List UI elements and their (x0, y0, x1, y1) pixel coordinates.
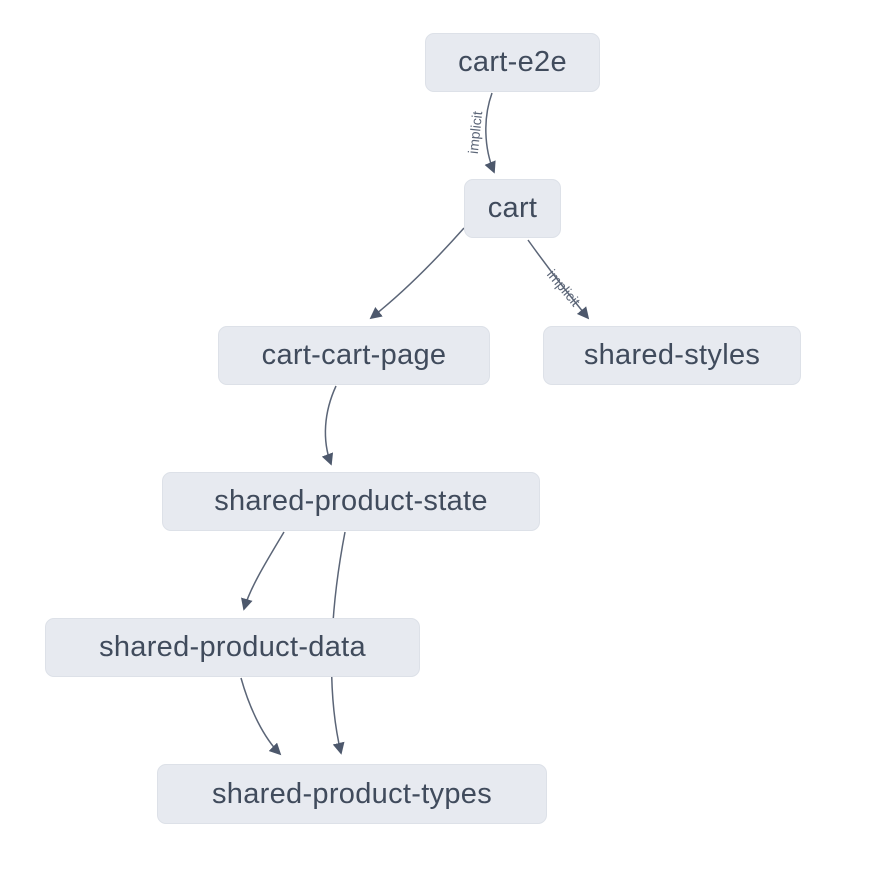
edge-cart-e2e-to-cart (484, 92, 496, 174)
node-shared-product-data[interactable]: shared-product-data (45, 618, 420, 677)
edge-label-implicit-cart-e2e-cart: implicit (465, 110, 485, 154)
edge-cart-to-cart-cart-page (369, 227, 465, 320)
node-cart[interactable]: cart (464, 179, 561, 238)
edge-cart-cart-page-to-shared-product-state (321, 385, 337, 466)
node-label-shared-product-types: shared-product-types (211, 777, 493, 810)
node-shared-styles[interactable]: shared-styles (543, 326, 801, 385)
node-shared-product-types[interactable]: shared-product-types (157, 764, 547, 824)
edge-shared-product-data-to-shared-product-types (240, 677, 282, 756)
node-label-cart: cart (487, 192, 538, 224)
edge-label-implicit-cart-shared-styles: implicit (544, 266, 584, 309)
node-label-shared-styles: shared-styles (583, 339, 761, 371)
node-shared-product-state[interactable]: shared-product-state (162, 472, 540, 531)
edge-cart-to-shared-styles (527, 239, 590, 320)
node-label-shared-product-state: shared-product-state (214, 485, 488, 517)
node-cart-cart-page[interactable]: cart-cart-page (218, 326, 490, 385)
node-label-cart-e2e: cart-e2e (458, 46, 567, 78)
node-cart-e2e[interactable]: cart-e2e (425, 33, 600, 92)
node-label-shared-product-data: shared-product-data (99, 631, 366, 663)
node-label-cart-cart-page: cart-cart-page (261, 339, 447, 371)
edge-shared-product-state-to-shared-product-data (241, 531, 285, 611)
